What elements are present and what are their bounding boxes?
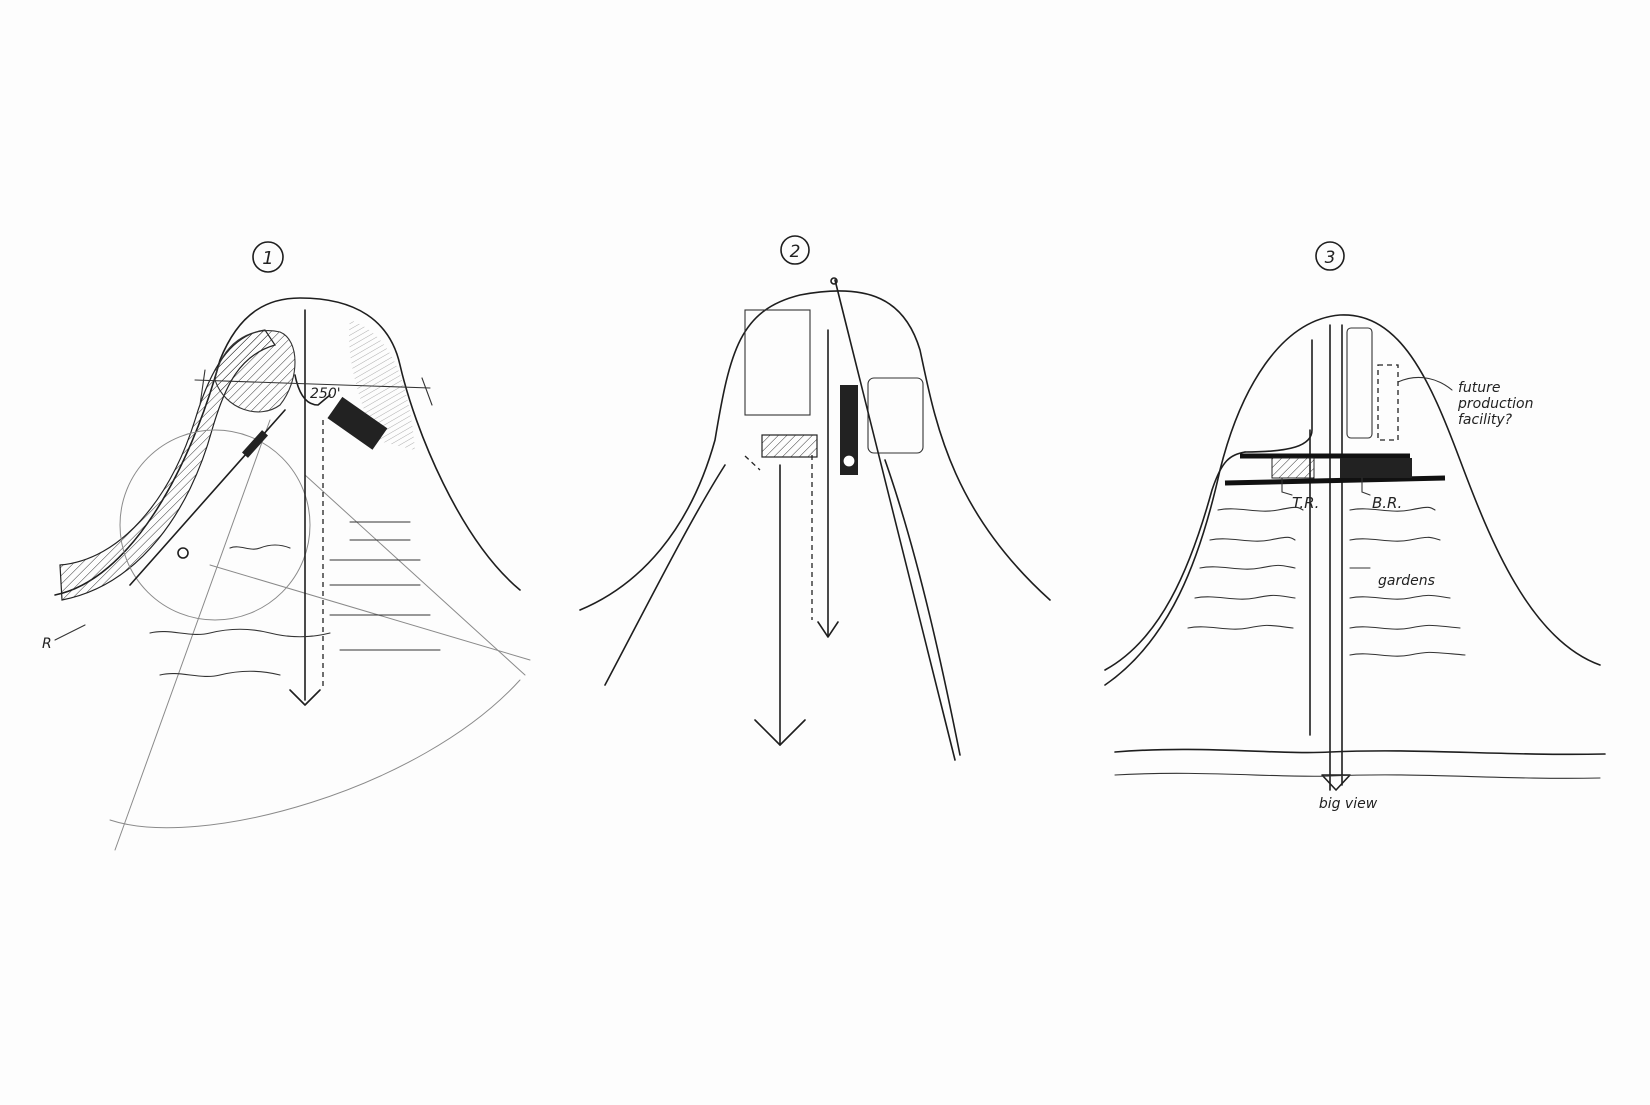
dimension-label: 250'	[310, 386, 341, 402]
access-road	[1104, 451, 1246, 671]
building-block-north	[744, 309, 811, 416]
building-block-east	[867, 377, 924, 454]
solid-block	[327, 396, 388, 450]
br-leader	[1361, 477, 1371, 496]
tr-block	[1271, 457, 1315, 479]
garden-lines-1	[149, 521, 441, 677]
shaded-slope	[349, 320, 415, 450]
pencil-ray-diagonal	[304, 474, 526, 676]
slope-line-left	[604, 464, 726, 686]
sketch-1: 1 250' R	[42, 241, 531, 851]
long-axis-arrow	[754, 719, 806, 746]
road-label: R	[42, 636, 52, 652]
future-facility-box	[1377, 364, 1399, 441]
big-view-label: big view	[1319, 796, 1378, 812]
bend-line	[294, 374, 331, 406]
top-marker	[830, 277, 838, 285]
tr-label: T.R.	[1292, 494, 1319, 512]
lower-terrace-line	[1224, 475, 1446, 486]
building-tall	[1346, 327, 1373, 439]
pencil-sweep	[109, 679, 521, 829]
dimension-line	[194, 379, 431, 389]
hatched-block	[761, 434, 818, 458]
pencil-circle	[119, 429, 311, 621]
building-node	[177, 547, 189, 559]
axis-arrow	[289, 689, 321, 706]
hill-outline-3	[1104, 314, 1601, 686]
sketch-number-3: 3	[1315, 241, 1345, 271]
circle-marker	[842, 454, 856, 468]
svg-text:3: 3	[1325, 248, 1336, 268]
dimension-tick-left	[199, 369, 206, 406]
road-leader	[54, 624, 86, 641]
garden-lines-3	[1187, 506, 1466, 657]
sketch-number-2: 2	[780, 235, 810, 265]
shaded-hilltop	[214, 330, 296, 413]
svg-text:1: 1	[262, 248, 273, 269]
future-leader	[1397, 376, 1453, 391]
svg-text:2: 2	[790, 242, 801, 262]
sketch-number-1: 1	[252, 241, 284, 273]
dashed-link	[744, 455, 761, 471]
future-facility-label: future production facility?	[1457, 380, 1533, 428]
sketch-2: 2	[579, 235, 1051, 761]
axis-arrow-2	[817, 621, 839, 638]
pencil-ray-right	[209, 564, 531, 661]
slope-line-right	[884, 459, 961, 756]
svg-text:future: future	[1458, 380, 1501, 396]
view-arrow	[1321, 774, 1351, 791]
tr-leader	[1281, 477, 1293, 496]
building-bar-1	[241, 430, 269, 458]
sketch-3: 3 future production facility? T.R. B.R. …	[1104, 241, 1606, 812]
road-bend	[1244, 339, 1313, 453]
br-label: B.R.	[1372, 494, 1402, 512]
solid-block-2	[840, 385, 858, 475]
diagonal-line-2	[834, 279, 956, 761]
pencil-ray-left	[114, 419, 271, 851]
svg-text:production: production	[1457, 396, 1533, 412]
gardens-label: gardens	[1378, 573, 1435, 589]
hill-outline-2	[579, 290, 1051, 611]
waterline-3	[1114, 748, 1606, 779]
svg-text:facility?: facility?	[1458, 412, 1513, 428]
dimension-tick-right	[421, 377, 433, 406]
br-block	[1340, 458, 1412, 478]
